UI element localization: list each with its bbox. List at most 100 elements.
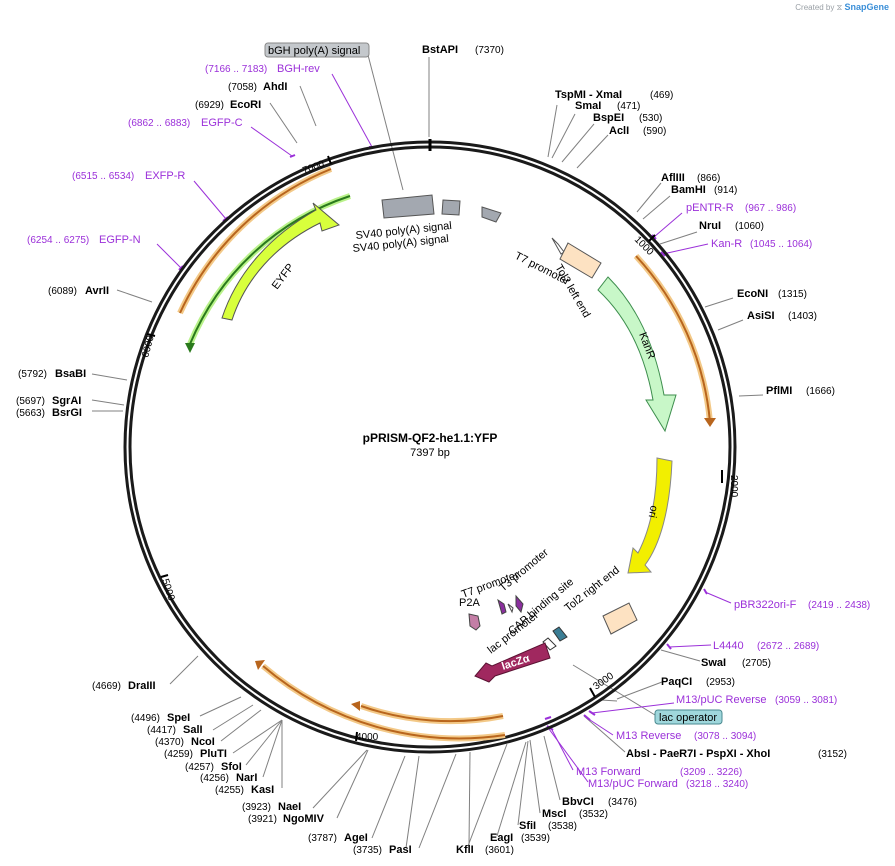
primer-position: (3218 .. 3240) (686, 779, 748, 790)
site-name: SwaI (701, 657, 726, 669)
p2a-feature (468, 613, 481, 631)
primer-position: (3078 .. 3094) (694, 731, 756, 742)
sv40-polya-feature (441, 199, 461, 216)
plasmid-name: pPRISM-QF2-he1.1:YFP (363, 431, 498, 445)
site-name: SalI (183, 724, 203, 736)
site-name: EcoNI (737, 288, 768, 300)
site-name: AbsI - PaeR7I - PspXI - XhoI (626, 748, 770, 760)
primer-name: M13 Reverse (616, 730, 681, 742)
tick-marks (146, 155, 723, 742)
site-position: (530) (639, 113, 662, 124)
site-position: (4496) (131, 713, 160, 724)
primer-position: (6515 .. 6534) (72, 171, 134, 182)
feature-label: lacZα (500, 652, 531, 672)
site-position: (2705) (742, 658, 771, 669)
site-name: PflMI (766, 385, 792, 397)
site-position: (4256) (200, 773, 229, 784)
lac-promoter-feature (542, 637, 557, 651)
site-position: (4370) (155, 737, 184, 748)
eyfp-feature (221, 202, 340, 321)
site-name: AsiSI (747, 310, 775, 322)
site-position: (7058) (228, 82, 257, 93)
site-position: (4257) (185, 762, 214, 773)
kanr-feature (597, 276, 677, 433)
primer-position: (3209 .. 3226) (680, 767, 742, 778)
site-position: (4259) (164, 749, 193, 760)
primer-position: (2419 .. 2438) (808, 600, 870, 611)
site-position: (590) (643, 126, 666, 137)
credit-brand: SnapGene (844, 2, 889, 12)
site-name: KasI (251, 784, 274, 796)
site-position: (1403) (788, 311, 817, 322)
t7-promoter-feature (497, 598, 507, 615)
plasmid-size: 7397 bp (410, 447, 450, 459)
site-position: (1315) (778, 289, 807, 300)
site-position: (7370) (475, 45, 504, 56)
site-name: PaqCI (661, 676, 692, 688)
lacz-alpha-feature (474, 642, 551, 683)
primer-name: EGFP-C (201, 117, 243, 129)
site-name: AgeI (344, 832, 368, 844)
primer-leaders (156, 73, 732, 783)
primer-name: M13/pUC Forward (588, 778, 678, 790)
site-position: (2953) (706, 677, 735, 688)
plasmid-title: pPRISM-QF2-he1.1:YFP 7397 bp (363, 431, 498, 459)
restriction-sites-right: BstAPI (7370) TspMI - XmaI (469) SmaI (4… (422, 44, 847, 856)
credit-prefix: Created by (795, 3, 835, 12)
primer-name: Kan-R (711, 238, 742, 250)
leader-lines (91, 54, 764, 849)
site-name: NruI (699, 220, 721, 232)
site-name: BsaBI (55, 368, 86, 380)
site-name: MscI (542, 808, 566, 820)
snapgene-credit: Created by ⧖ SnapGene (795, 2, 889, 13)
site-position: (3921) (248, 814, 277, 825)
primer-name: EXFP-R (145, 170, 185, 182)
restriction-sites-bottom: (3735) PasI (3787) AgeI (3921) NgoMIV (3… (242, 801, 412, 856)
site-name: SpeI (167, 712, 190, 724)
site-name: BstAPI (422, 44, 458, 56)
primer-position: (6254 .. 6275) (27, 235, 89, 246)
site-name: EagI (490, 832, 513, 844)
site-name: NaeI (278, 801, 301, 813)
boxed-labels: bGH poly(A) signal lac operator (264, 42, 723, 725)
site-name: AflIII (661, 172, 685, 184)
site-name: NcoI (191, 736, 215, 748)
primer-name: BGH-rev (277, 63, 320, 75)
primer-name: EGFP-N (99, 234, 141, 246)
site-name: BamHI (671, 184, 706, 196)
site-name: BsrGI (52, 407, 82, 419)
site-name: PasI (389, 844, 412, 856)
site-position: (469) (650, 90, 673, 101)
site-position: (3923) (242, 802, 271, 813)
site-position: (3601) (485, 845, 514, 856)
primer-name: pBR322ori-F (734, 599, 797, 611)
site-name: SgrAI (52, 395, 81, 407)
feature-label: EYFP (270, 262, 297, 292)
bgh-polya-box (264, 42, 370, 58)
site-position: (3538) (548, 821, 577, 832)
primer-position: (3059 .. 3081) (775, 695, 837, 706)
snapgene-logo-icon: ⧖ (836, 3, 843, 12)
site-name: SfiI (519, 820, 536, 832)
tick-label: 2000 (728, 475, 739, 498)
feature-label: Tol2 right end (562, 564, 621, 614)
site-position: (4669) (92, 681, 121, 692)
feature-label: T3 promoter (497, 546, 551, 594)
tol2-left-feature (559, 242, 602, 279)
site-position: (1060) (735, 221, 764, 232)
primer-name: L4440 (713, 640, 744, 652)
primer-position: (7166 .. 7183) (205, 64, 267, 75)
site-name: KflI (456, 844, 474, 856)
site-position: (4255) (215, 785, 244, 796)
site-name: BspEI (593, 112, 624, 124)
site-name: NgoMIV (283, 813, 325, 825)
feature-label: P2A (459, 597, 480, 609)
primer-labels: (7166 .. 7183) BGH-rev (6862 .. 6883) EG… (27, 63, 870, 790)
site-name: SmaI (575, 100, 601, 112)
site-position: (914) (714, 185, 737, 196)
ori-feature (627, 457, 673, 574)
site-position: (866) (697, 173, 720, 184)
site-name: PluTI (200, 748, 227, 760)
site-name: AhdI (263, 81, 287, 93)
